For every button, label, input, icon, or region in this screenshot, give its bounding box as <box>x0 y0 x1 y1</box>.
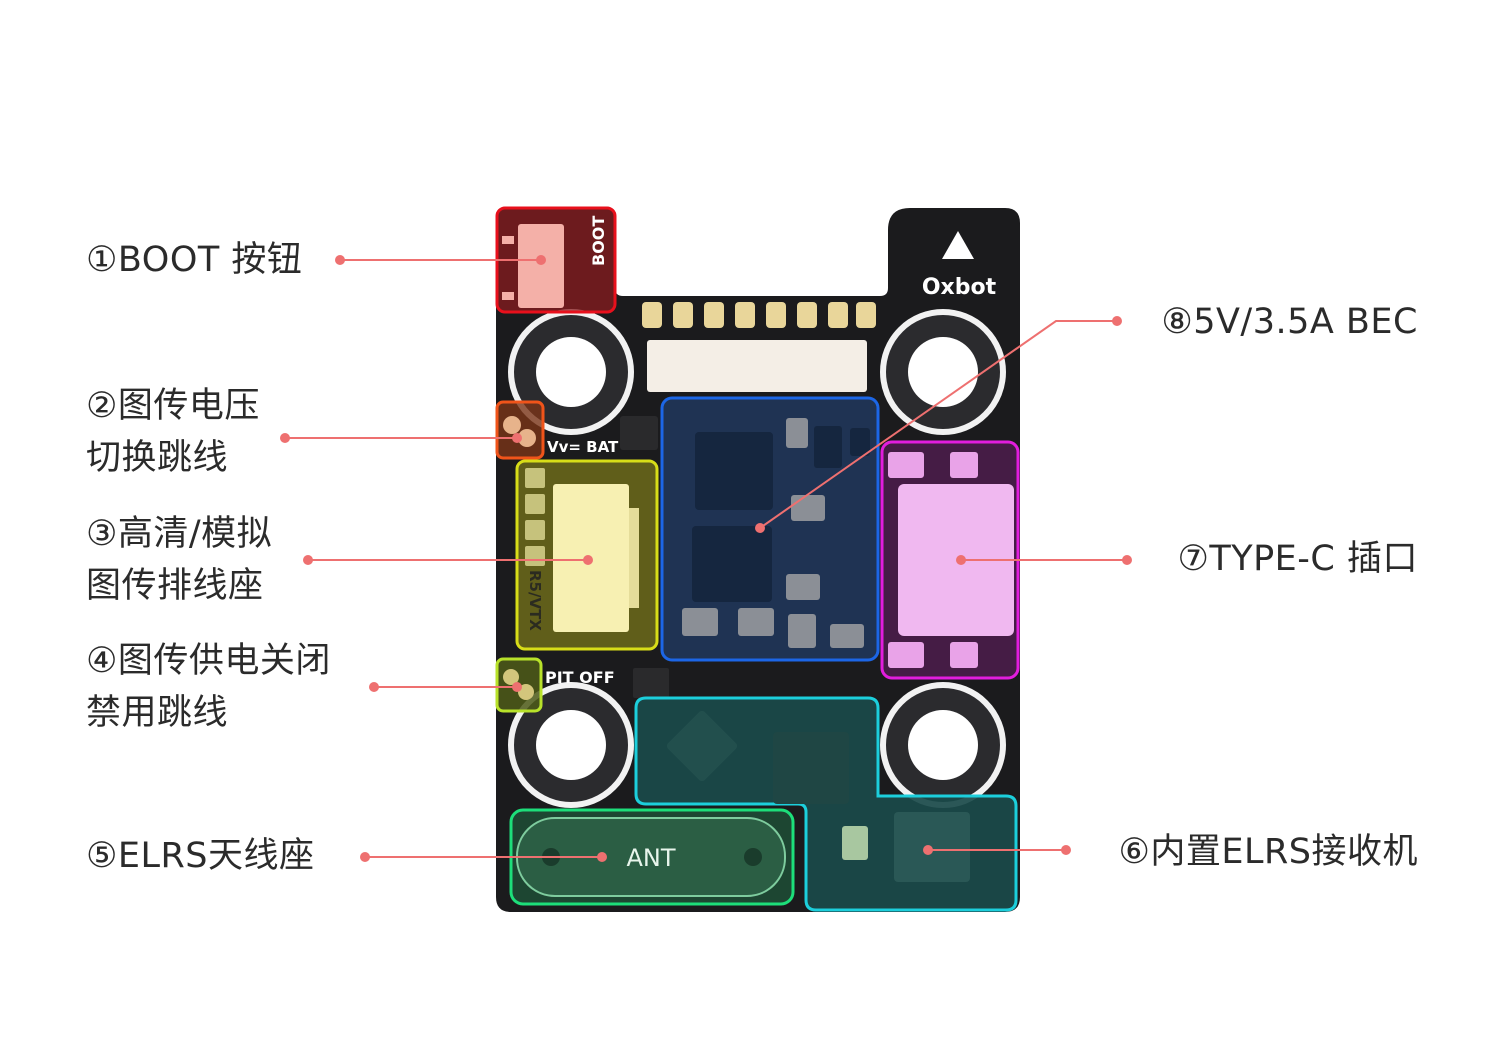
callout-boot-button: ①BOOT 按钮 <box>86 240 303 280</box>
bec-module <box>660 396 880 662</box>
top-pin-header <box>642 302 876 392</box>
callout-antenna-connector: ⑤ELRS天线座 <box>86 836 315 876</box>
callout-lines <box>280 255 1132 862</box>
vtx-voltage-silk: Vv= BAT <box>547 438 619 456</box>
callout-bec: ⑧5V/3.5A BEC <box>1161 302 1418 342</box>
callout-vtx-connector: ③高清/模拟 图传排线座 <box>86 514 273 606</box>
oxbot-logo: Oxbot <box>922 231 997 300</box>
usb-c-port <box>880 440 1020 680</box>
elrs-antenna-connector: ANT <box>509 808 795 906</box>
callout-pit-off-jumper: ④图传供电关闭 禁用跳线 <box>86 641 331 733</box>
callout-usb-c-port: ⑦TYPE-C 插口 <box>1177 539 1418 579</box>
connector-silk: R5/VTX <box>526 570 544 631</box>
boot-button: BOOT <box>495 206 617 314</box>
boot-silk: BOOT <box>589 216 608 266</box>
callout-line-8 <box>759 320 1117 529</box>
vtx-voltage-jumper: Vv= BAT <box>495 400 658 460</box>
callout-vtx-voltage-jumper: ②图传电压 切换跳线 <box>86 386 260 478</box>
callout-elrs-receiver: ⑥内置ELRS接收机 <box>1118 832 1418 872</box>
antenna-text: ANT <box>626 844 675 872</box>
vtx-connector: R5/VTX <box>515 459 659 651</box>
triangle-logo-icon <box>942 231 974 259</box>
pit-off-silk: PIT OFF <box>545 668 615 687</box>
brand-text: Oxbot <box>922 275 997 300</box>
mounting-holes <box>508 309 1006 808</box>
